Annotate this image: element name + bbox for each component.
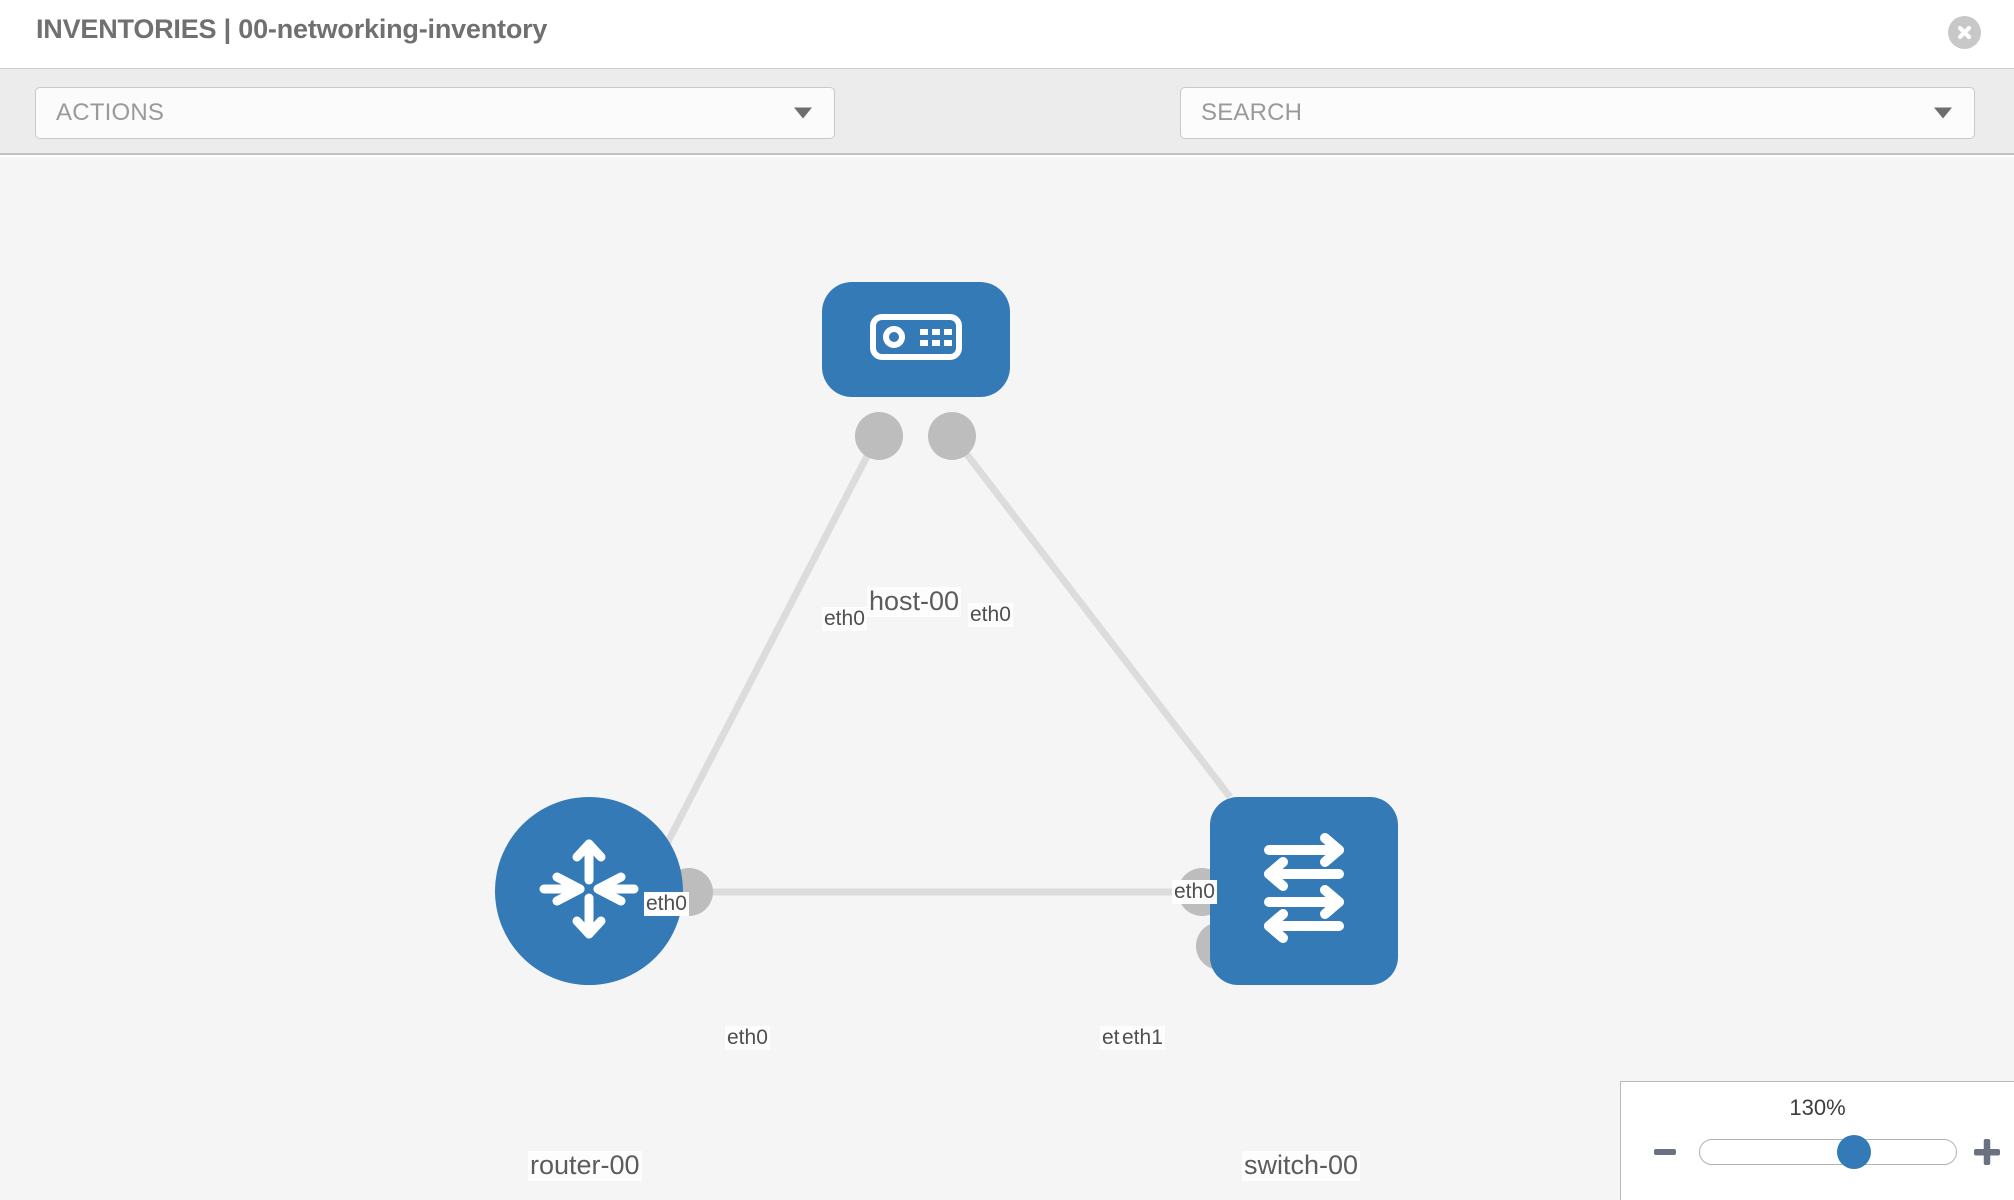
minus-icon[interactable]	[1643, 1130, 1687, 1174]
search-placeholder: SEARCH	[1201, 99, 1303, 126]
chevron-down-icon[interactable]	[1934, 107, 1952, 119]
zoom-slider-handle[interactable]	[1836, 1135, 1871, 1169]
port-host00-left[interactable]	[855, 412, 903, 460]
node-switch-00-shape[interactable]	[1210, 797, 1398, 985]
page-title: INVENTORIES | 00-networking-inventory	[36, 14, 548, 44]
topology-links	[656, 432, 1233, 896]
actions-dropdown-label: ACTIONS	[56, 99, 165, 126]
node-host-00-label: host-00	[867, 586, 962, 617]
port-host00-right[interactable]	[928, 412, 976, 460]
node-switch-00[interactable]	[1210, 797, 1398, 985]
iface-label-router00-east: eth0	[725, 1026, 770, 1051]
zoom-slider-row	[1621, 1130, 2014, 1174]
close-icon[interactable]	[1948, 16, 1981, 49]
node-host-00-shape[interactable]	[822, 282, 1010, 397]
link-host00-router00	[656, 433, 882, 859]
toolbar: ACTIONS SEARCH	[0, 68, 2014, 194]
node-router-00-label: router-00	[528, 1150, 642, 1181]
zoom-control-panel: 130%	[1620, 1081, 2014, 1200]
node-router-00-shape[interactable]	[495, 797, 683, 985]
node-router-00[interactable]	[495, 797, 683, 985]
actions-dropdown[interactable]: ACTIONS	[35, 87, 835, 139]
zoom-level-value: 130%	[1789, 1095, 1846, 1120]
link-host00-switch00	[949, 432, 1233, 800]
topology-canvas[interactable]: host-00 router-00	[0, 157, 2014, 1200]
search-input[interactable]: SEARCH	[1180, 87, 1975, 139]
page-header: INVENTORIES | 00-networking-inventory	[0, 0, 2014, 68]
switch-arrows-icon	[1245, 830, 1363, 953]
node-switch-00-label: switch-00	[1242, 1150, 1361, 1181]
iface-label-host00-left: eth0	[822, 607, 867, 632]
router-arrows-icon	[534, 834, 644, 949]
iface-label-host00-right: eth0	[968, 603, 1013, 628]
iface-label-switch00-north: eth0	[1172, 880, 1217, 905]
chevron-down-icon	[794, 107, 812, 119]
iface-label-router00-north: eth0	[644, 892, 689, 917]
iface-label-switch00-west-eth1: eth1	[1120, 1026, 1165, 1051]
zoom-slider[interactable]	[1699, 1135, 1957, 1169]
plus-icon[interactable]	[1965, 1130, 2009, 1174]
server-icon	[870, 314, 962, 365]
node-host-00[interactable]	[822, 282, 1010, 397]
